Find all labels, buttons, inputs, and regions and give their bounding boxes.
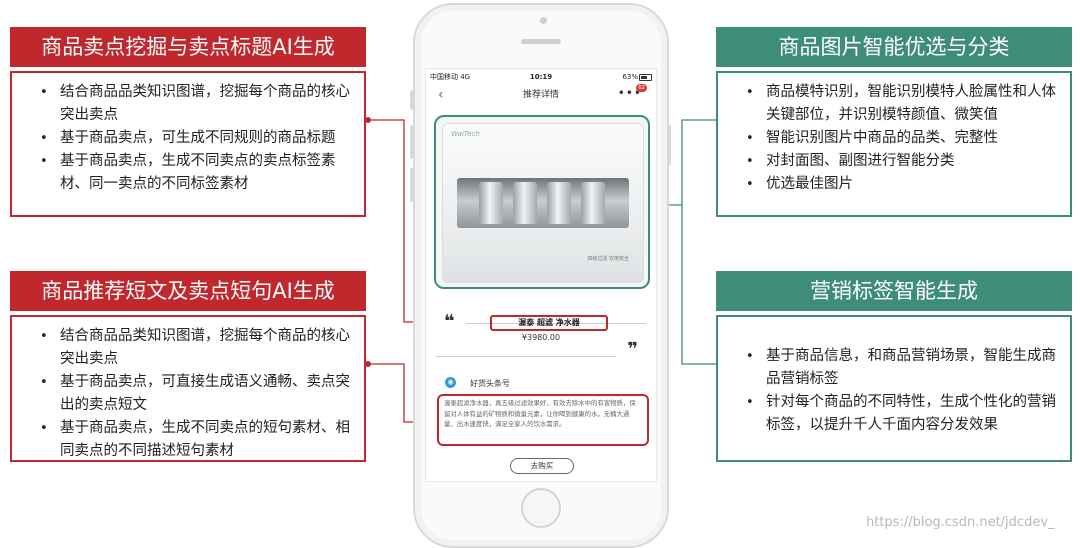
battery-percent: 63%	[622, 73, 638, 81]
title-selling-point-mining: 商品卖点挖掘与卖点标题AI生成	[10, 27, 366, 67]
list-item: 商品模特识别，智能识别模特人脸属性和人体关键部位，并识别模特颜值、微笑值	[746, 81, 1060, 127]
more-icon[interactable]: •••	[617, 86, 642, 100]
phone-speaker	[521, 39, 561, 44]
phone-side-button	[410, 168, 413, 202]
list-item: 优选最佳图片	[746, 173, 1060, 196]
phone-side-button	[410, 125, 413, 159]
battery-icon	[639, 74, 652, 81]
connector-dot	[365, 361, 371, 367]
title-recommendation-text: 商品推荐短文及卖点短句AI生成	[10, 271, 366, 311]
title-marketing-tags: 营销标签智能生成	[716, 271, 1072, 311]
connector-dot	[365, 117, 371, 123]
box-image-selection: 商品模特识别，智能识别模特人脸属性和人体关键部位，并识别模特颜值、微笑值 智能识…	[716, 71, 1072, 217]
list-item: 基于商品信息，和商品营销场景，智能生成商品营销标签	[746, 345, 1060, 391]
buy-button[interactable]: 去购买	[510, 458, 574, 474]
account-avatar-icon: ◉	[445, 377, 456, 388]
filter-cartridge	[547, 182, 571, 224]
list-item: 针对每个商品的不同特性，生成个性化的营销标签，以提升千人千面内容分发效果	[746, 391, 1060, 437]
quote-close-icon: ❞	[627, 339, 638, 360]
list-item: 对封面图、副图进行智能分类	[746, 150, 1060, 173]
water-purifier-image: WaiTech 四级过滤 饮用安全	[442, 123, 644, 283]
phone-screen: 中国移动 4G 10:19 63% ‹ 推荐详情 ••• 62 WaiTech …	[425, 68, 657, 482]
product-brand-logo: WaiTech	[451, 130, 480, 138]
box-recommendation-text: 结合商品品类知识图谱，挖掘每个商品的核心突出卖点 基于商品卖点，可直接生成语义通…	[10, 315, 366, 462]
divider	[436, 356, 616, 357]
clock: 10:19	[529, 73, 553, 81]
product-tagline: 四级过滤 饮用安全	[587, 256, 629, 262]
account-name[interactable]: 好货头条号	[470, 379, 510, 388]
list-item: 基于商品卖点，生成不同卖点的卖点标签素材、同一卖点的不同标签素材	[40, 150, 354, 196]
nav-bar: ‹ 推荐详情 ••• 62	[426, 84, 656, 105]
title-image-selection: 商品图片智能优选与分类	[716, 27, 1072, 67]
filter-window	[457, 178, 629, 228]
connector-image-to-right-bottom	[681, 205, 716, 365]
list-item: 基于商品卖点，可直接生成语义通畅、卖点突出的卖点短文	[40, 371, 354, 417]
list-item: 基于商品卖点，可生成不同规则的商品标题	[40, 127, 354, 150]
back-arrow-icon[interactable]: ‹	[438, 87, 444, 103]
product-description: 渥泰超滤净水器，真五级过滤效果好，有效去除水中的有害物质，保留对人体有益的矿物质…	[437, 394, 649, 446]
product-image-frame[interactable]: WaiTech 四级过滤 饮用安全	[434, 115, 650, 289]
box-marketing-tags: 基于商品信息，和商品营销场景，智能生成商品营销标签 针对每个商品的不同特性，生成…	[716, 315, 1072, 462]
notification-badge: 62	[636, 84, 647, 92]
quote-open-icon: ❝	[444, 311, 455, 332]
list-item: 结合商品品类知识图谱，挖掘每个商品的核心突出卖点	[40, 81, 354, 127]
watermark: https://blog.csdn.net/jdcdev_	[866, 515, 1055, 530]
list-item: 结合商品品类知识图谱，挖掘每个商品的核心突出卖点	[40, 325, 354, 371]
status-bar: 中国移动 4G 10:19 63%	[426, 69, 656, 85]
list-item: 智能识别图片中商品的品类、完整性	[746, 127, 1060, 150]
phone-camera	[540, 17, 547, 24]
divider	[466, 323, 646, 324]
list-item: 基于商品卖点，生成不同卖点的短句素材、相同卖点的不同描述短句素材	[40, 417, 354, 463]
phone-side-button	[410, 90, 413, 110]
carrier-label: 中国移动 4G	[430, 73, 471, 81]
filter-cartridge	[479, 182, 503, 224]
product-name[interactable]: 渥泰 超滤 净水器	[490, 315, 608, 331]
product-price: ¥3980.00	[521, 333, 561, 342]
phone-home-button	[521, 488, 561, 528]
box-selling-point-mining: 结合商品品类知识图谱，挖掘每个商品的核心突出卖点 基于商品卖点，可生成不同规则的…	[10, 71, 366, 217]
page-title: 推荐详情	[522, 90, 559, 100]
phone-power-button	[668, 125, 671, 165]
filter-cartridge	[513, 182, 537, 224]
filter-cartridge	[581, 182, 605, 224]
